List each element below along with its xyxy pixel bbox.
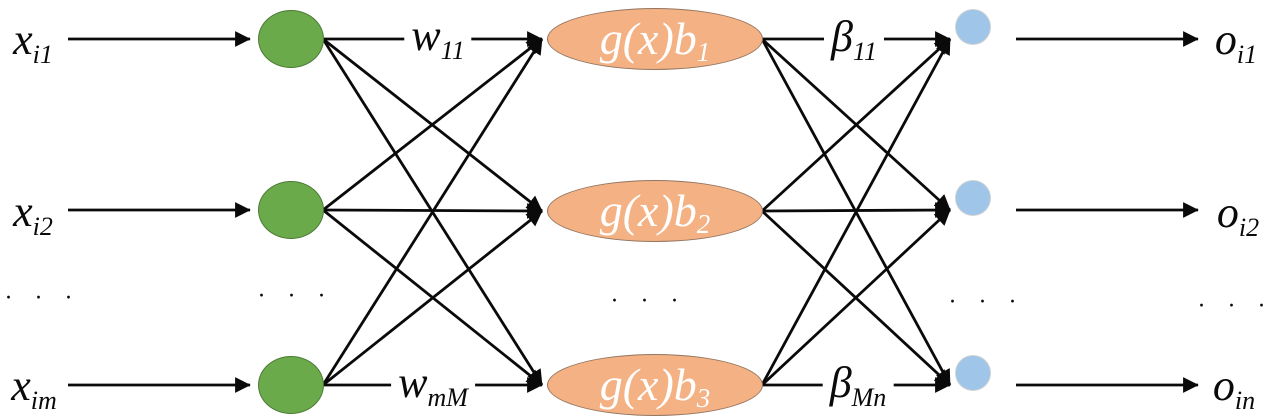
output-label-sub: i1 bbox=[1236, 40, 1258, 70]
hidden-label-sub: 2 bbox=[696, 208, 711, 239]
hidden-node-0: g(x)b1 bbox=[547, 8, 763, 70]
input-label-base: x bbox=[13, 15, 33, 64]
ellipsis-hidden-nodes: . . . bbox=[611, 281, 687, 308]
input-label-base: x bbox=[11, 361, 31, 410]
beta-label-sub: 11 bbox=[852, 37, 877, 67]
hidden-node-label: g(x)b3 bbox=[599, 359, 711, 412]
input-node-2 bbox=[258, 356, 324, 414]
weight-label-wmM: wmM bbox=[391, 358, 475, 411]
output-label-oin: oin bbox=[1212, 361, 1255, 414]
output-label-base: o bbox=[1216, 188, 1239, 237]
hidden-label-base: g(x)b bbox=[599, 359, 697, 410]
weight-label-base: w bbox=[398, 358, 428, 407]
ellipsis-output-labels: . . . bbox=[1198, 286, 1270, 313]
input-label-xim: xim bbox=[11, 361, 57, 414]
input-label-xi1: xi1 bbox=[13, 15, 53, 68]
beta-label-base: β bbox=[831, 12, 853, 61]
ellipsis-output-nodes: . . . bbox=[949, 282, 1025, 309]
output-label-oi1: oi1 bbox=[1214, 15, 1257, 68]
output-label-oi2: oi2 bbox=[1216, 188, 1259, 241]
link-hid2-out1 bbox=[761, 208, 951, 387]
hidden-label-sub: 3 bbox=[696, 382, 711, 413]
hidden-node-label: g(x)b2 bbox=[599, 185, 711, 238]
beta-label-Mn: βMn bbox=[822, 358, 894, 411]
weight-label-sub: 11 bbox=[440, 36, 465, 66]
link-hid1-out0 bbox=[761, 37, 951, 213]
beta-label-sub: Mn bbox=[851, 383, 887, 413]
hidden-node-label: g(x)b1 bbox=[599, 13, 711, 66]
beta-label-11: β11 bbox=[824, 12, 884, 65]
output-label-sub: in bbox=[1234, 386, 1256, 416]
output-node-1 bbox=[956, 181, 990, 215]
hidden-label-sub: 1 bbox=[696, 36, 711, 67]
link-in1-hid0 bbox=[322, 37, 543, 212]
input-node-0 bbox=[258, 10, 324, 68]
ellipsis-input-nodes: . . . bbox=[258, 276, 334, 303]
beta-label-base: β bbox=[829, 358, 852, 407]
link-hid2-out0 bbox=[760, 38, 952, 386]
input-label-xi2: xi2 bbox=[13, 187, 53, 240]
ellipsis-input-labels: . . . bbox=[5, 278, 81, 305]
weight-label-w11: w11 bbox=[404, 11, 472, 64]
hidden-label-base: g(x)b bbox=[599, 13, 697, 64]
input-label-sub: i1 bbox=[32, 40, 53, 70]
hidden-label-base: g(x)b bbox=[599, 185, 697, 236]
output-label-base: o bbox=[1212, 361, 1235, 410]
output-label-sub: i2 bbox=[1238, 213, 1260, 243]
weight-label-base: w bbox=[411, 11, 441, 60]
output-node-0 bbox=[956, 10, 990, 44]
hidden-node-2: g(x)b3 bbox=[547, 354, 763, 416]
output-node-2 bbox=[956, 356, 990, 390]
input-label-sub: i2 bbox=[32, 212, 53, 242]
output-label-base: o bbox=[1214, 15, 1237, 64]
input-node-1 bbox=[258, 181, 324, 239]
link-in2-hid1 bbox=[322, 209, 543, 387]
link-in2-hid0 bbox=[321, 38, 544, 386]
input-label-sub: im bbox=[30, 386, 57, 416]
weight-label-sub: mM bbox=[427, 383, 468, 413]
hidden-node-1: g(x)b2 bbox=[547, 180, 763, 242]
input-label-base: x bbox=[13, 187, 33, 236]
